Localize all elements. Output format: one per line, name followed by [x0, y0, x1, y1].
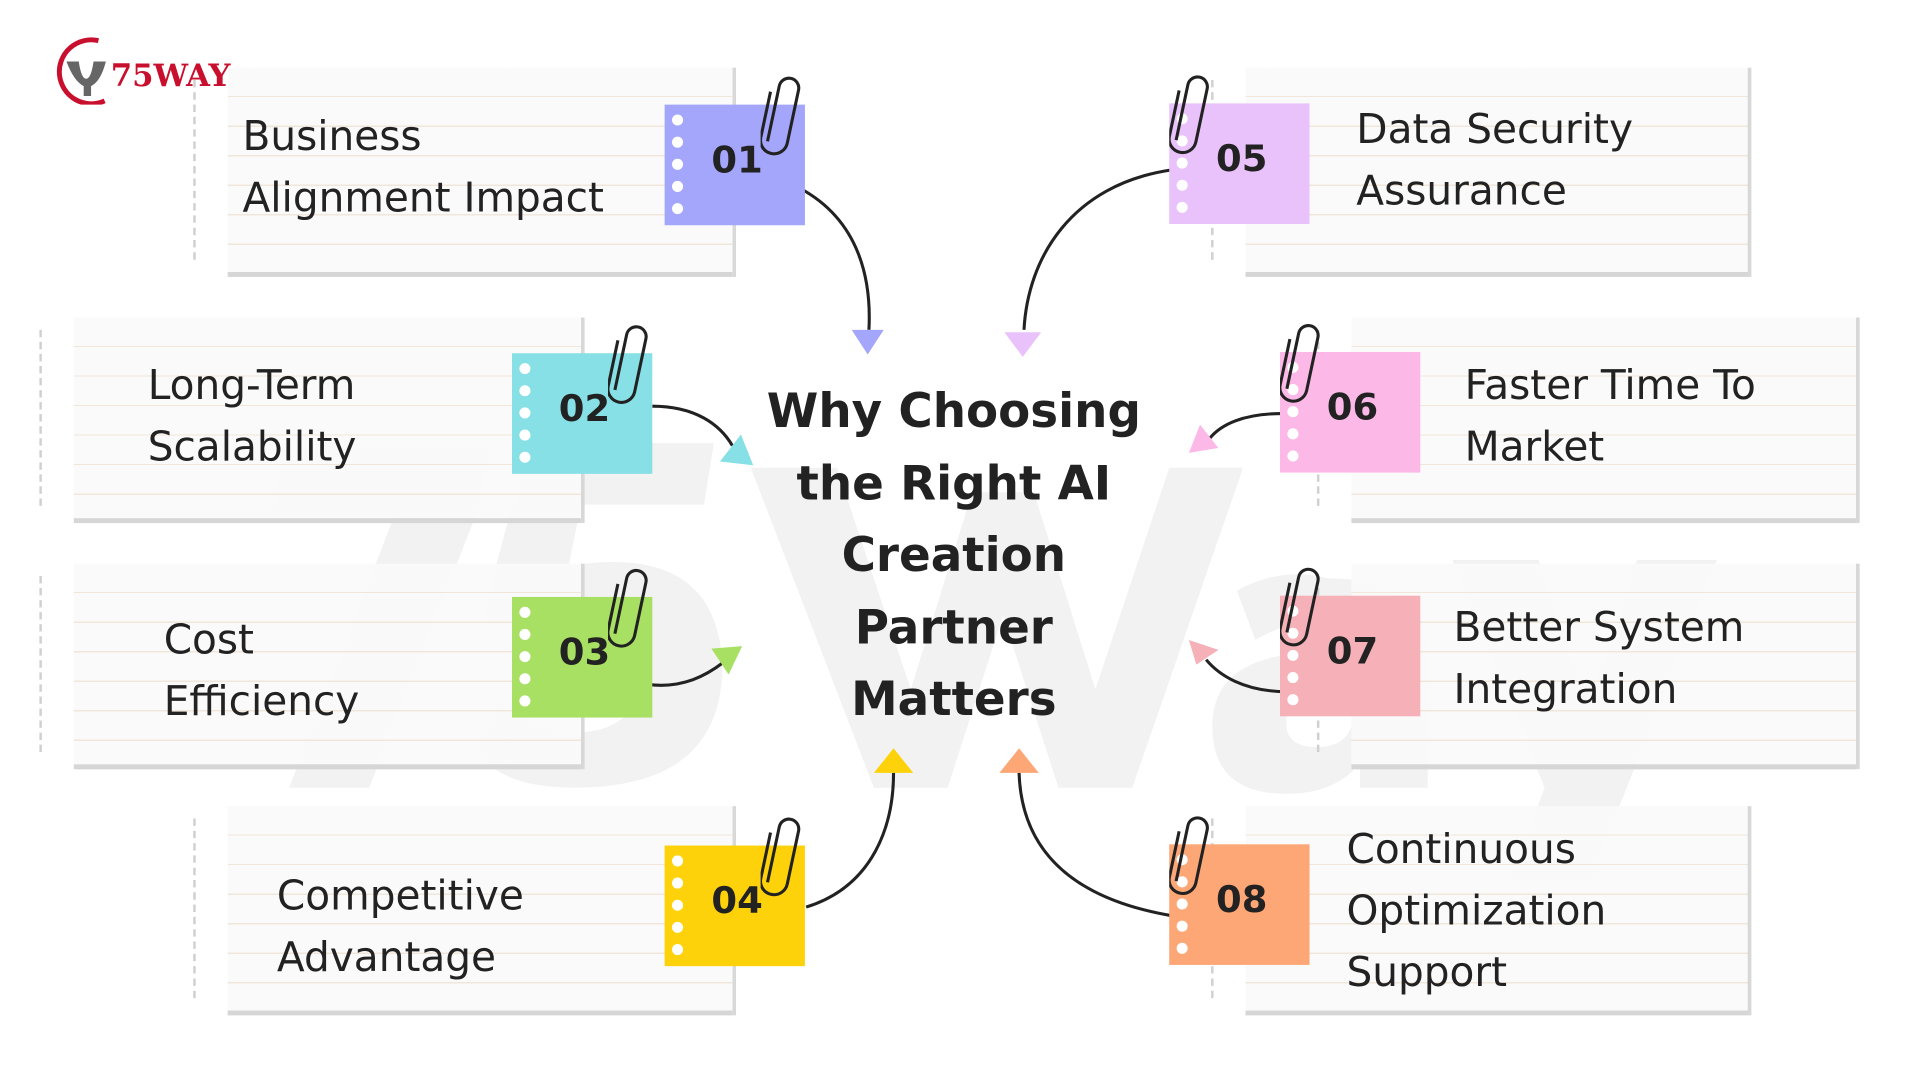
- item-label-line: Faster Time To: [1464, 360, 1756, 409]
- title-line: Partner: [854, 600, 1053, 655]
- spiral-holes: [672, 114, 684, 225]
- arrowhead-04: [873, 748, 914, 773]
- sticky-note-04: 04: [664, 817, 805, 967]
- item-label: Faster Time To Market: [1465, 354, 1756, 477]
- item-label-line: Integration: [1453, 664, 1678, 713]
- page-title: Why Choosing the Right AI Creation Partn…: [738, 375, 1169, 735]
- paperclip-icon: [760, 76, 801, 156]
- item-number: 03: [558, 631, 611, 675]
- title-line: Creation: [841, 528, 1067, 583]
- item-label-line: Continuous: [1346, 824, 1576, 873]
- item-label-line: Business: [242, 112, 422, 161]
- arrowhead-08: [999, 748, 1039, 773]
- logo: 75WAY: [49, 37, 258, 107]
- item-label-line: Assurance: [1356, 166, 1567, 215]
- note-paper: [39, 563, 581, 770]
- arrowhead-02: [720, 434, 754, 466]
- spiral-holes: [672, 855, 684, 966]
- paperclip-icon: [1280, 567, 1320, 647]
- item-number: 08: [1216, 878, 1268, 922]
- sticky-note-08: 08: [1169, 816, 1310, 965]
- arrowhead-01: [851, 329, 884, 355]
- item-label-line: Better System: [1453, 603, 1745, 652]
- paperclip-icon: [608, 568, 648, 648]
- sticky-note-03: 03: [512, 568, 653, 718]
- item-label-line: Cost: [163, 615, 255, 664]
- logo-text: 75WAY: [111, 58, 232, 94]
- item-label-line: Support: [1346, 947, 1508, 996]
- paperclip-icon: [608, 325, 648, 404]
- item-number: 02: [558, 387, 611, 431]
- note-paper: [39, 317, 581, 524]
- item-label-line: Alignment Impact: [242, 173, 604, 222]
- arrowhead-03: [711, 646, 743, 675]
- sticky-note-06: 06: [1280, 324, 1421, 473]
- item-label-line: Long-Term: [147, 360, 356, 409]
- title-line: Why Choosing: [766, 384, 1141, 439]
- note-paper: [193, 806, 733, 1016]
- title-line: the Right AI: [796, 456, 1112, 511]
- item-label-line: Market: [1464, 422, 1605, 471]
- item-label-line: Data Security: [1356, 104, 1633, 153]
- item-number: 01: [711, 139, 763, 183]
- item-number: 05: [1216, 137, 1268, 181]
- spiral-holes: [519, 363, 531, 474]
- arrowhead-06: [1188, 424, 1219, 453]
- note-paper: [1316, 317, 1857, 524]
- item-label-line: Advantage: [276, 932, 497, 981]
- spiral-holes: [519, 606, 531, 718]
- sticky-note-01: 01: [664, 76, 805, 226]
- title-line: Matters: [851, 672, 1057, 727]
- item-label-line: Scalability: [147, 422, 357, 471]
- sticky-note-07: 07: [1280, 567, 1421, 717]
- paperclip-icon: [1169, 816, 1209, 895]
- paperclip-icon: [760, 817, 801, 897]
- item-label-line: Efficiency: [163, 676, 360, 725]
- sticky-note-02: 02: [512, 325, 653, 474]
- note-paper: [1316, 563, 1857, 770]
- item-label-line: Optimization: [1346, 886, 1607, 935]
- note-paper: [193, 67, 733, 277]
- item-label-line: Competitive: [276, 871, 524, 920]
- arrowhead-07: [1188, 640, 1219, 665]
- item-number: 07: [1326, 630, 1379, 674]
- paperclip-icon: [1280, 324, 1320, 403]
- arrowhead-05: [1004, 332, 1042, 357]
- item-number: 04: [711, 880, 763, 924]
- paperclip-icon: [1169, 75, 1209, 155]
- sticky-note-05: 05: [1169, 75, 1310, 225]
- item-number: 06: [1326, 386, 1379, 430]
